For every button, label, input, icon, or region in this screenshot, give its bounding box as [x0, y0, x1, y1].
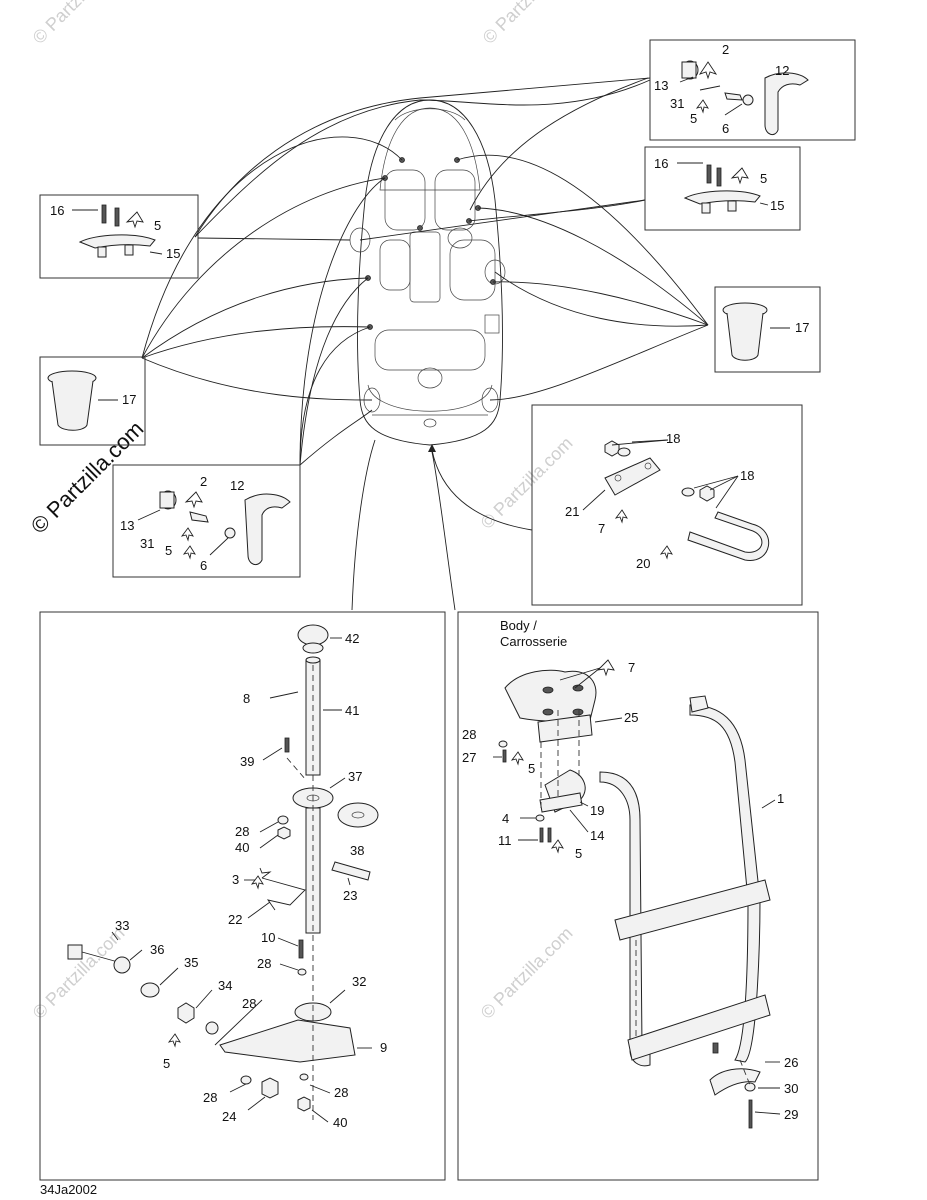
callout-post-42: 42	[345, 631, 359, 646]
callout-tr-13: 13	[654, 78, 668, 93]
callout-tr-5: 5	[690, 111, 697, 126]
callout-post-28a: 28	[235, 824, 249, 839]
callout-trm-15: 15	[770, 198, 784, 213]
callout-trm-16: 16	[654, 156, 668, 171]
callout-rh-18a: 18	[666, 431, 680, 446]
callout-post-35: 35	[184, 955, 198, 970]
right-cup-part	[722, 302, 790, 361]
callout-post-32: 32	[352, 974, 366, 989]
callout-post-41: 41	[345, 703, 359, 718]
left-bottom-hardware-parts	[137, 490, 291, 566]
callout-post-22: 22	[228, 912, 242, 927]
watermark-top-left: © Partzilla.com	[29, 0, 129, 48]
callout-right-cup-17: 17	[795, 320, 809, 335]
callout-left-15: 15	[166, 246, 180, 261]
callout-ladder-14: 14	[590, 828, 604, 843]
callout-ladder-5a: 5	[528, 761, 535, 776]
callout-post-40a: 40	[235, 840, 249, 855]
callout-lb-5: 5	[165, 543, 172, 558]
callout-lb-2: 2	[200, 474, 207, 489]
post-assembly-parts	[67, 624, 379, 1123]
watermark-bottom-right: © Partzilla.com	[477, 923, 577, 1023]
callout-post-9: 9	[380, 1040, 387, 1055]
callout-post-40b: 40	[333, 1115, 347, 1130]
box-ladder-assembly	[457, 611, 819, 1181]
box-left-bottom-hardware	[112, 464, 301, 578]
tr-hardware-parts	[679, 60, 809, 136]
callout-ladder-27: 27	[462, 750, 476, 765]
callout-post-34: 34	[218, 978, 232, 993]
callout-ladder-4: 4	[502, 811, 509, 826]
callout-lb-6: 6	[200, 558, 207, 573]
callout-post-5: 5	[163, 1056, 170, 1071]
callout-trm-5: 5	[760, 171, 767, 186]
callout-post-36: 36	[150, 942, 164, 957]
callout-ladder-30: 30	[784, 1081, 798, 1096]
callout-post-24: 24	[222, 1109, 236, 1124]
callout-tr-6: 6	[722, 121, 729, 136]
callout-post-37: 37	[348, 769, 362, 784]
callout-ladder-7: 7	[628, 660, 635, 675]
box-post-assembly	[39, 611, 446, 1181]
callout-post-28d: 28	[203, 1090, 217, 1105]
watermark-top-right: © Partzilla.com	[479, 0, 579, 48]
box-right-cleat	[644, 146, 801, 231]
callout-post-28c: 28	[242, 996, 256, 1011]
callout-left-5: 5	[154, 218, 161, 233]
callout-post-38: 38	[350, 843, 364, 858]
body-label-line2: Carrosserie	[500, 634, 567, 649]
box-left-cup	[39, 356, 146, 446]
leader-lines	[141, 77, 709, 611]
callout-left-cup-17: 17	[122, 392, 136, 407]
drawing-code: 34Ja2002	[40, 1182, 97, 1197]
box-left-cleat	[39, 194, 199, 279]
callout-rh-7: 7	[598, 521, 605, 536]
body-label-line1: Body /	[500, 618, 537, 633]
watermark-mid: © Partzilla.com	[477, 433, 577, 533]
callout-post-23: 23	[343, 888, 357, 903]
watermark-bottom-left: © Partzilla.com	[29, 923, 129, 1023]
callout-left-16: 16	[50, 203, 64, 218]
callout-post-28b: 28	[257, 956, 271, 971]
callout-tr-12: 12	[775, 63, 789, 78]
callout-ladder-29: 29	[784, 1107, 798, 1122]
callout-ladder-5b: 5	[575, 846, 582, 861]
callout-ladder-26: 26	[784, 1055, 798, 1070]
tr-cleat-parts	[677, 162, 769, 214]
boat-top-view	[349, 99, 506, 446]
callout-lb-13: 13	[120, 518, 134, 533]
callout-post-33: 33	[115, 918, 129, 933]
callout-lb-12: 12	[230, 478, 244, 493]
callout-tr-31: 31	[670, 96, 684, 111]
callout-ladder-28: 28	[462, 727, 476, 742]
callout-ladder-19: 19	[590, 803, 604, 818]
callout-ladder-1: 1	[777, 791, 784, 806]
box-top-right-hardware	[649, 39, 856, 141]
right-hardware-parts	[582, 439, 770, 561]
box-right-cup	[714, 286, 821, 373]
callout-rh-20: 20	[636, 556, 650, 571]
box-right-hardware	[531, 404, 803, 606]
callout-rh-18b: 18	[740, 468, 754, 483]
callout-post-10: 10	[261, 930, 275, 945]
callout-rh-21: 21	[565, 504, 579, 519]
callout-post-3: 3	[232, 872, 239, 887]
callout-post-39: 39	[240, 754, 254, 769]
left-cleat-parts	[72, 204, 163, 258]
callout-ladder-25: 25	[624, 710, 638, 725]
callout-post-28e: 28	[334, 1085, 348, 1100]
ladder-assembly-parts	[493, 659, 781, 1129]
left-cup-part	[47, 370, 118, 431]
callout-post-8: 8	[243, 691, 250, 706]
callout-lb-31: 31	[140, 536, 154, 551]
callout-tr-2: 2	[722, 42, 729, 57]
callout-ladder-11: 11	[498, 833, 512, 848]
